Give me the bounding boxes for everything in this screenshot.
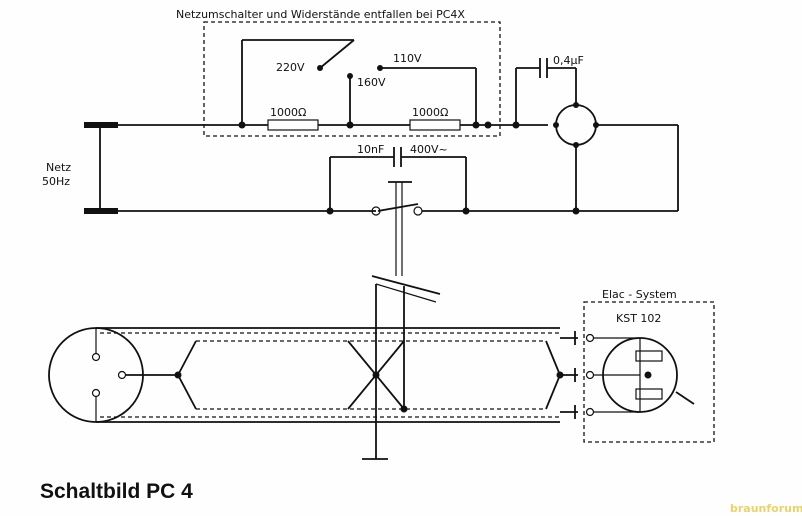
din-pin <box>91 352 101 362</box>
motor-symbol <box>555 104 597 146</box>
netz-label: Netz <box>46 161 71 174</box>
power-switch-blade <box>377 203 419 212</box>
cartridge-pin <box>585 407 595 417</box>
junction <box>644 371 652 379</box>
wire-cable-join <box>545 340 561 376</box>
wire-cable-split <box>177 340 197 376</box>
contact-220v <box>317 65 323 71</box>
resistor-1-label: 1000Ω <box>270 106 306 119</box>
elac-system-label: Elac - System <box>602 288 677 301</box>
resistor-2 <box>409 119 461 131</box>
wire-cable-join <box>545 374 561 410</box>
label-160v: 160V <box>357 76 386 89</box>
motor-capacitor-label: 0,4μF <box>553 54 584 67</box>
snubber-voltage-label: 400V~ <box>410 143 448 156</box>
din-pin <box>117 370 127 380</box>
junction <box>572 207 580 215</box>
wire-cable-split <box>177 374 197 410</box>
netz-frequency-label: 50Hz <box>42 175 70 188</box>
junction <box>484 121 492 129</box>
header-note-label: Netzumschalter und Widerstände entfallen… <box>176 8 465 21</box>
motor-terminal <box>553 122 559 128</box>
snubber-capacitance-label: 10nF <box>357 143 384 156</box>
watermark: braunforum <box>730 502 802 515</box>
junction <box>512 121 520 129</box>
selector-switch-blade <box>319 39 355 69</box>
piezo-element <box>635 350 663 362</box>
motor-terminal <box>573 102 579 108</box>
voltage-selector-box <box>203 21 501 137</box>
label-220v: 220V <box>276 61 305 74</box>
junction <box>472 121 480 129</box>
piezo-element <box>635 388 663 400</box>
resistor-1 <box>267 119 319 131</box>
elac-system-box <box>583 301 715 443</box>
power-switch-contact <box>413 206 423 216</box>
junction <box>372 371 380 379</box>
junction <box>400 405 408 413</box>
din-pin <box>91 388 101 398</box>
mains-pin-top <box>84 122 118 128</box>
cartridge-pin <box>585 333 595 343</box>
kst-label: KST 102 <box>616 312 661 325</box>
linkage-lever <box>371 275 441 295</box>
linkage-lever <box>375 283 437 303</box>
stylus <box>675 391 695 405</box>
resistor-2-label: 1000Ω <box>412 106 448 119</box>
junction <box>346 121 354 129</box>
schematic-title: Schaltbild PC 4 <box>40 480 193 503</box>
junction <box>238 121 246 129</box>
label-110v: 110V <box>393 52 422 65</box>
cartridge-pin <box>585 370 595 380</box>
